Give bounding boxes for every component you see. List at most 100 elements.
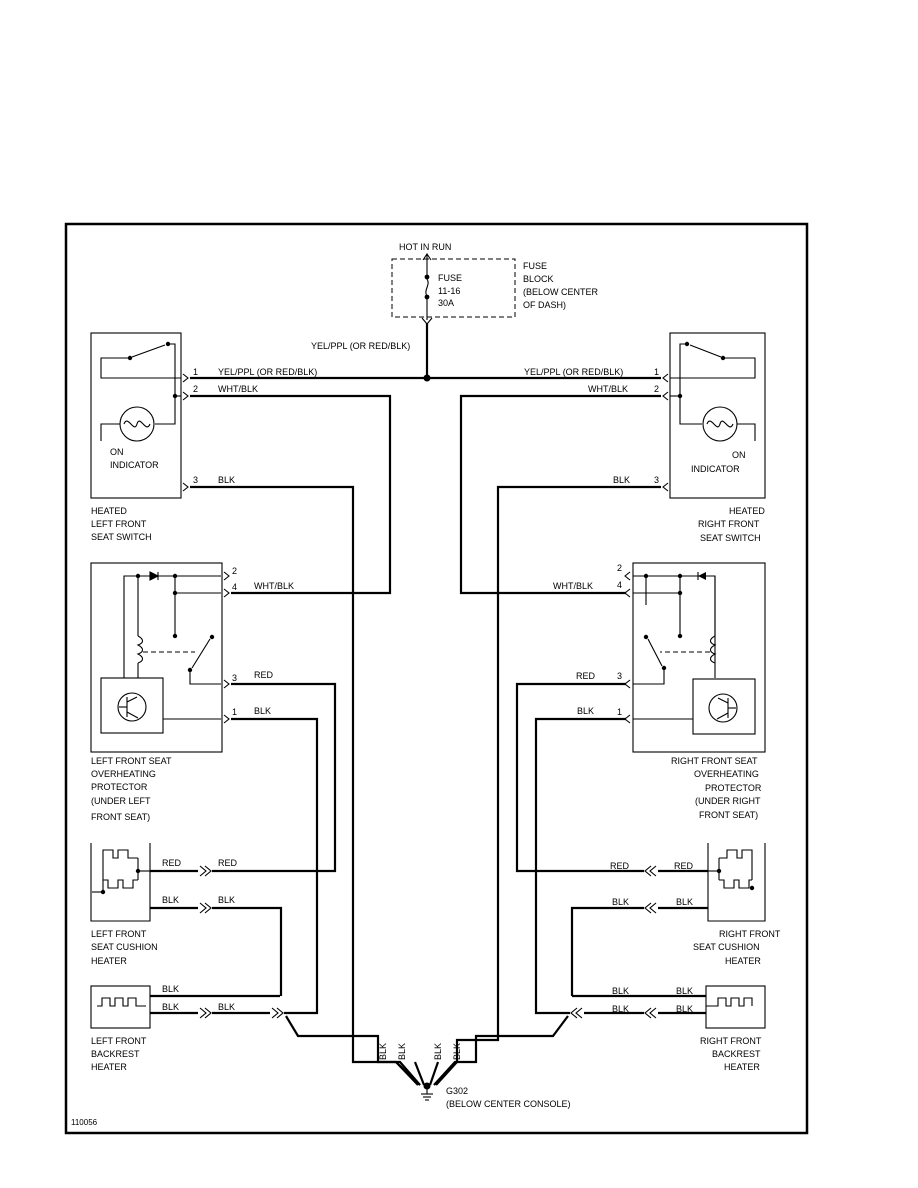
left-cushion-element-icon: [102, 849, 138, 859]
left-switch-wht-blk-label: WHT/BLK: [218, 384, 258, 394]
right-protector-label-4: (UNDER RIGHT: [695, 796, 761, 806]
right-switch-label-2: RIGHT FRONT: [698, 519, 760, 529]
fuse-number: 11-16: [438, 286, 460, 296]
left-switch-label-2: LEFT FRONT: [91, 519, 147, 529]
fuse-block: HOT IN RUN FUSE 11-16 30A FUSE BLOCK (BE…: [311, 242, 599, 380]
right-protector-pin-1: 1: [617, 707, 622, 717]
left-protector-wht-blk-label: WHT/BLK: [254, 581, 294, 591]
left-switch-pin3-connector-icon: [182, 482, 189, 492]
right-backrest-heater: BLK BLK BLK BLK RIGHT FRONT BACKREST HEA…: [572, 985, 766, 1072]
left-protector-blk-label: BLK: [254, 706, 271, 716]
diagram-frame: [64, 222, 809, 1135]
left-protector-pin-3: 3: [232, 673, 237, 683]
right-protector-wht-blk-label: WHT/BLK: [553, 581, 593, 591]
left-switch-pin-3: 3: [193, 475, 198, 485]
left-protector-red-label: RED: [254, 670, 274, 680]
feed-splice-icon: [423, 374, 431, 382]
left-yel-ppl-label: YEL/PPL (OR RED/BLK): [218, 367, 317, 377]
left-seat-switch: ON INDICATOR 1 2 3 HEATED LEFT FRONT SEA…: [90, 332, 198, 542]
left-backrest-blk-label-2: BLK: [162, 1002, 179, 1012]
fuse-rating: 30A: [438, 298, 454, 308]
right-on-indicator-label-2: INDICATOR: [691, 464, 740, 474]
left-protector-label-2: OVERHEATING: [91, 769, 156, 779]
right-cushion-label-3: HEATER: [725, 956, 761, 966]
left-protector-label-1: LEFT FRONT SEAT: [91, 756, 172, 766]
left-cushion-label-3: HEATER: [91, 956, 127, 966]
left-cushion-blk-label-2: BLK: [218, 895, 235, 905]
right-protector-label-2: OVERHEATING: [694, 769, 759, 779]
right-backrest-blk-label-3: BLK: [612, 1004, 629, 1014]
right-switch-pin-1: 1: [654, 367, 659, 377]
left-cushion-blk-label: BLK: [162, 895, 179, 905]
fuse-block-label-2: BLOCK: [523, 274, 554, 284]
hot-in-run-label: HOT IN RUN: [399, 242, 451, 252]
right-backrest-element-icon: [706, 997, 753, 1007]
right-yel-ppl-label: YEL/PPL (OR RED/BLK): [524, 367, 623, 377]
right-backrest-label-1: RIGHT FRONT: [700, 1036, 762, 1046]
right-red-wire: [515, 682, 708, 873]
right-switch-ground-wire: [435, 485, 661, 1086]
right-switch-pin-3: 3: [654, 475, 659, 485]
right-protector-blk-wire: [534, 717, 626, 1015]
right-switch-contact-icon: [689, 344, 722, 358]
figure-id: 110056: [71, 1118, 98, 1127]
left-relay-contact-icon: [191, 638, 211, 669]
left-cushion-blk-wire: [150, 906, 283, 996]
right-switch-label-1: HEATED: [729, 506, 765, 516]
left-backrest-box: [90, 985, 151, 1029]
right-switch-pin-2: 2: [654, 384, 659, 394]
right-thermo-sensor-box: [692, 678, 756, 735]
fuse-block-outline: [391, 258, 516, 318]
ground-blk-label-4: BLK: [452, 1043, 462, 1060]
right-protector-label-5: FRONT SEAT): [699, 810, 758, 820]
right-cushion-blk-wire: [570, 906, 708, 996]
right-protector-blk-label: BLK: [577, 706, 594, 716]
left-seat-cushion-heater: RED RED BLK BLK LEFT FRONT SEAT CUSHION …: [90, 843, 238, 966]
inline-connector-icons: [199, 865, 657, 1019]
left-cushion-red-label: RED: [162, 858, 182, 868]
right-switch-wht-blk-label: WHT/BLK: [588, 384, 628, 394]
left-switch-contact-icon: [131, 344, 166, 358]
right-cushion-bracket: [707, 843, 766, 922]
ground-point-icon: [423, 1082, 431, 1090]
harness-wiring: BLK BLK BLK BLK: [150, 394, 708, 1086]
right-switch-pin3-connector-icon: [662, 482, 669, 492]
ground-blk-label-2: BLK: [397, 1043, 407, 1060]
left-cushion-label-2: SEAT CUSHION: [91, 942, 158, 952]
right-backrest-label-2: BACKREST: [712, 1049, 761, 1059]
left-switch-pin-2: 2: [193, 384, 198, 394]
right-switch-blk-label: BLK: [613, 475, 630, 485]
right-protector-red-label: RED: [576, 671, 596, 681]
left-protector-pin-1: 1: [232, 707, 237, 717]
left-on-indicator-label-1: ON: [110, 447, 124, 457]
left-thermo-sensor-box: [100, 677, 164, 734]
left-wht-blk-wire: [190, 394, 392, 595]
right-protector-pin-3: 3: [617, 671, 622, 681]
ground-blk-label-1: BLK: [378, 1043, 388, 1060]
right-switch-box: [669, 332, 766, 499]
left-switch-pin1-connector-icon: [182, 373, 189, 383]
right-switch-pin1-connector-icon: [662, 373, 669, 383]
right-backrest-blk-label-4: BLK: [676, 1004, 693, 1014]
right-cushion-label-1: RIGHT FRONT: [719, 929, 781, 939]
right-relay-coil-icon: [709, 635, 717, 664]
fuse-block-label-1: FUSE: [523, 261, 547, 271]
right-backrest-ground-wire: [433, 1015, 569, 1086]
feed-wire-label: YEL/PPL (OR RED/BLK): [311, 341, 410, 351]
left-on-indicator-label-2: INDICATOR: [110, 460, 159, 470]
left-red-wire: [150, 682, 337, 873]
left-cushion-label-1: LEFT FRONT: [91, 929, 147, 939]
left-protector-box: [90, 562, 223, 753]
right-diode-icon: [698, 572, 706, 580]
left-switch-box: [90, 332, 182, 499]
right-backrest-box: [705, 985, 766, 1029]
left-backrest-label-2: BACKREST: [91, 1049, 140, 1059]
right-switch-pin2-connector-icon: [662, 391, 669, 401]
left-backrest-element-icon: [97, 997, 146, 1007]
ground-location-label: (BELOW CENTER CONSOLE): [446, 1099, 571, 1109]
left-protector-blk-wire: [231, 717, 319, 1015]
ground-blk-label-3: BLK: [433, 1043, 443, 1060]
left-protector-pin-2: 2: [232, 566, 237, 576]
left-protector-pin-4: 4: [232, 582, 237, 592]
